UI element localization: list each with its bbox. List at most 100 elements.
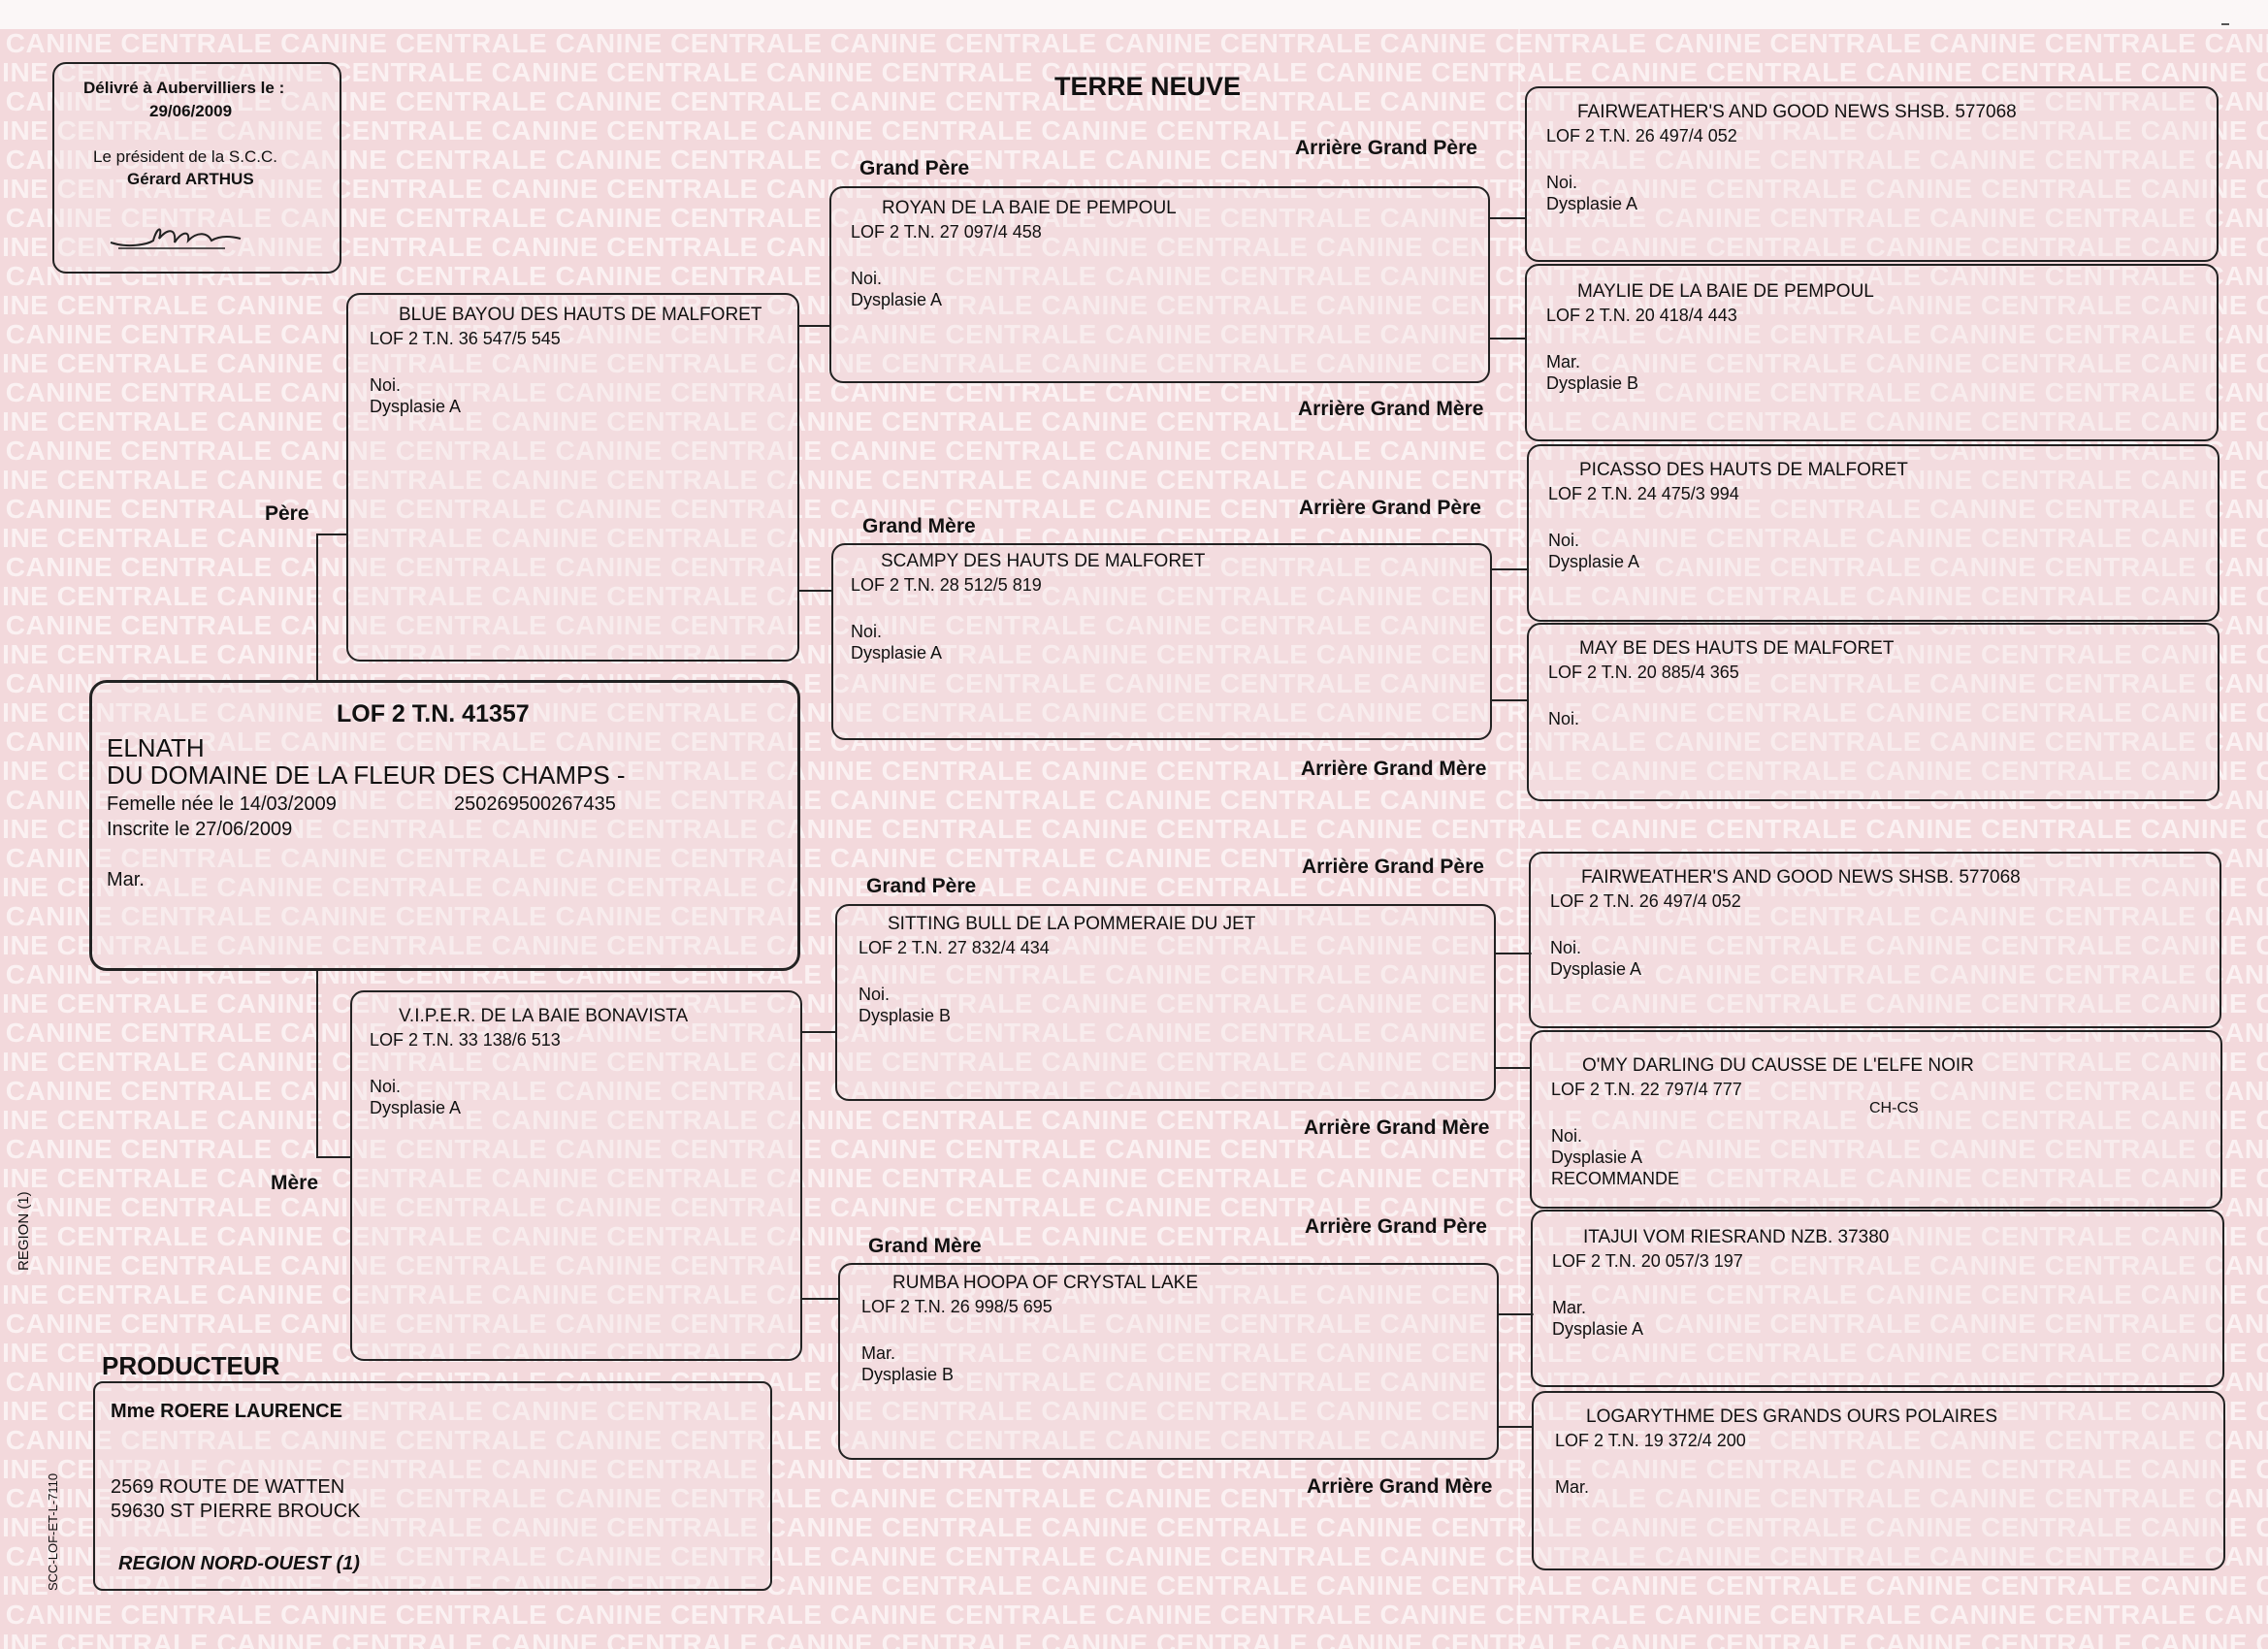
breed-title: TERRE NEUVE [1054,72,1242,101]
connector [316,1156,351,1158]
watermark-pattern: ALE CANINE CENTRALE CANINE CENTRALE CANI… [0,29,2268,1649]
issue-line: Délivré à Aubervilliers le : [83,79,285,97]
connector [316,534,347,535]
great-grandparent-box: ITAJUI VOM RIESRAND NZB. 37380 LOF 2 T.N… [1531,1210,2224,1387]
connector [1495,953,1532,954]
sire-name: BLUE BAYOU DES HAUTS DE MALFORET [399,305,762,325]
great-grandparent-color: Noi. [1546,173,1578,192]
sire-box: BLUE BAYOU DES HAUTS DE MALFORET LOF 2 T… [346,293,799,662]
connector [1489,217,1526,219]
sire-lof: LOF 2 T.N. 36 547/5 545 [370,329,561,348]
producer-box: Mme ROERE LAURENCE 2569 ROUTE DE WATTEN … [93,1381,772,1591]
label-arriere-grand-pere: Arrière Grand Père [1305,1215,1487,1238]
grandparent-lof: LOF 2 T.N. 26 998/5 695 [861,1297,1053,1316]
connector [1489,338,1526,340]
grandparent-dysplasia: Dysplasie A [851,290,943,309]
grandparent-color: Noi. [851,269,883,288]
great-grandparent-lof: LOF 2 T.N. 20 057/3 197 [1552,1251,1743,1271]
label-grand-pere: Grand Père [859,157,970,179]
corner-mark [2221,23,2229,25]
great-grandparent-name: PICASSO DES HAUTS DE MALFORET [1579,460,1908,480]
great-grandparent-lof: LOF 2 T.N. 20 885/4 365 [1548,663,1739,682]
label-arriere-grand-mere: Arrière Grand Mère [1298,398,1484,420]
sire-dysplasia: Dysplasie A [370,397,462,416]
grandparent-dysplasia: Dysplasie B [861,1365,955,1384]
label-pere: Père [265,502,309,525]
connector [802,1298,839,1300]
connector [799,590,832,592]
great-grandparent-dysplasia: Dysplasie A [1551,1148,1643,1167]
side-form-code: SCC-LOF-ET-L-7110 [46,1472,60,1591]
grandparent-color: Noi. [859,985,891,1004]
label-arriere-grand-pere: Arrière Grand Père [1295,137,1477,159]
label-arriere-grand-pere: Arrière Grand Père [1302,856,1484,878]
great-grandparent-name: ITAJUI VOM RIESRAND NZB. 37380 [1583,1227,1890,1247]
subject-box: LOF 2 T.N. 41357 ELNATH DU DOMAINE DE LA… [89,680,800,971]
grandparent-lof: LOF 2 T.N. 27 097/4 458 [851,222,1042,242]
signature [109,219,244,254]
connector [316,534,318,681]
connector [802,1031,836,1033]
fold-line [1518,29,1520,1649]
great-grandparent-dysplasia: Dysplasie A [1550,959,1642,979]
certificate-background: ALE CANINE CENTRALE CANINE CENTRALE CANI… [0,29,2268,1649]
label-grand-mere: Grand Mère [862,515,976,537]
dam-lof: LOF 2 T.N. 33 138/6 513 [370,1030,561,1050]
dam-color: Noi. [370,1077,402,1096]
great-grandparent-title: CH-CS [1869,1100,1919,1116]
grandparent-dysplasia: Dysplasie B [859,1006,952,1025]
grandparent-name: SITTING BULL DE LA POMMERAIE DU JET [888,914,1256,934]
producer-address-line1: 2569 ROUTE DE WATTEN [111,1476,345,1498]
great-grandparent-box: PICASSO DES HAUTS DE MALFORET LOF 2 T.N.… [1527,444,2219,622]
great-grandparent-name: MAYLIE DE LA BAIE DE PEMPOUL [1577,281,1874,302]
grandparent-lof: LOF 2 T.N. 28 512/5 819 [851,575,1042,595]
great-grandparent-color: Mar. [1555,1477,1590,1497]
subject-name-line1: ELNATH [107,733,205,762]
connector [1497,1426,1534,1428]
great-grandparent-name: FAIRWEATHER'S AND GOOD NEWS SHSB. 577068 [1581,867,2021,888]
great-grandparent-color: Noi. [1550,938,1582,957]
great-grandparent-name: MAY BE DES HAUTS DE MALFORET [1579,638,1895,659]
great-grandparent-name: FAIRWEATHER'S AND GOOD NEWS SHSB. 577068 [1577,102,2017,122]
grandparent-name: RUMBA HOOPA OF CRYSTAL LAKE [892,1273,1198,1293]
connector [799,325,830,327]
president-title: Le président de la S.C.C. [93,147,277,166]
subject-registration: LOF 2 T.N. 41357 [337,700,530,728]
great-grandparent-box: O'MY DARLING DU CAUSSE DE L'ELFE NOIR LO… [1530,1030,2222,1209]
great-grandparent-recommendation: RECOMMANDE [1551,1169,1680,1188]
grandparent-color: Noi. [851,622,883,641]
great-grandparent-box: MAYLIE DE LA BAIE DE PEMPOUL LOF 2 T.N. … [1525,264,2219,441]
great-grandparent-dysplasia: Dysplasie A [1552,1319,1644,1339]
great-grandparent-box: FAIRWEATHER'S AND GOOD NEWS SHSB. 577068… [1525,86,2219,262]
subject-inscription: Inscrite le 27/06/2009 [107,819,293,840]
label-grand-pere: Grand Père [866,875,977,897]
great-grandparent-color: Noi. [1548,531,1580,550]
producer-region: REGION NORD-OUEST (1) [118,1553,360,1574]
label-arriere-grand-pere: Arrière Grand Père [1299,497,1481,519]
great-grandparent-color: Mar. [1546,352,1581,372]
great-grandparent-dysplasia: Dysplasie A [1546,194,1638,213]
grandparent-box: SITTING BULL DE LA POMMERAIE DU JET LOF … [835,904,1496,1101]
subject-color: Mar. [107,869,145,890]
great-grandparent-color: Mar. [1552,1298,1587,1317]
grandparent-dysplasia: Dysplasie A [851,643,943,663]
connector [1491,568,1528,570]
label-mere: Mère [271,1172,319,1194]
label-grand-mere: Grand Mère [868,1235,982,1257]
label-arriere-grand-mere: Arrière Grand Mère [1304,1116,1490,1139]
grandparent-lof: LOF 2 T.N. 27 832/4 434 [859,938,1050,957]
grandparent-box: ROYAN DE LA BAIE DE PEMPOUL LOF 2 T.N. 2… [829,186,1490,383]
producer-heading: PRODUCTEUR [102,1351,280,1380]
great-grandparent-lof: LOF 2 T.N. 20 418/4 443 [1546,306,1737,325]
great-grandparent-box: MAY BE DES HAUTS DE MALFORET LOF 2 T.N. … [1527,623,2219,801]
connector [1495,1067,1532,1069]
great-grandparent-lof: LOF 2 T.N. 19 372/4 200 [1555,1431,1746,1450]
dam-dysplasia: Dysplasie A [370,1098,462,1117]
great-grandparent-name: LOGARYTHME DES GRANDS OURS POLAIRES [1586,1406,1998,1427]
subject-chip: 250269500267435 [454,793,616,815]
producer-name: Mme ROERE LAURENCE [111,1401,342,1422]
connector [316,970,318,1156]
great-grandparent-color: Noi. [1548,709,1580,728]
great-grandparent-dysplasia: Dysplasie B [1546,373,1639,393]
great-grandparent-dysplasia: Dysplasie A [1548,552,1640,571]
